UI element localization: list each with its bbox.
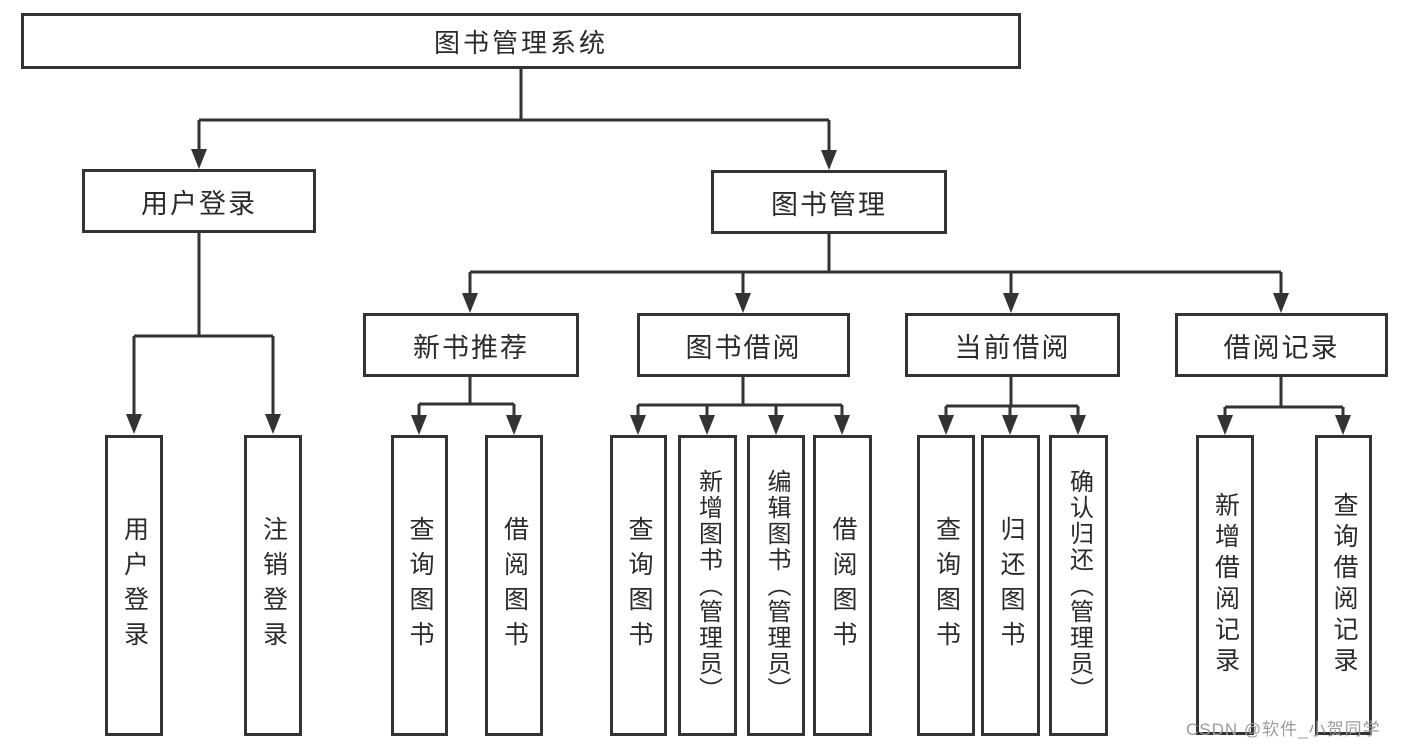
node-user-login-leaf: 用户登录 (105, 435, 163, 736)
connector-user-login (126, 232, 281, 434)
node-borrow-books-recommend-label: 借阅图书 (500, 515, 529, 656)
node-borrow-books-borrowing: 借阅图书 (813, 435, 872, 736)
node-edit-books-admin: 编辑图书（管理员） (747, 435, 805, 736)
node-user-login: 用户登录 (82, 169, 316, 233)
node-query-books-recommend: 查询图书 (391, 435, 448, 736)
connector-current-borrowing (938, 377, 1086, 435)
node-query-books-current: 查询图书 (917, 435, 975, 736)
node-query-books-current-label: 查询图书 (932, 515, 961, 656)
connector-root (191, 68, 837, 170)
node-book-management-system: 图书管理系统 (21, 13, 1021, 69)
node-book-management: 图书管理 (711, 170, 947, 234)
node-book-borrowing: 图书借阅 (637, 313, 850, 377)
node-confirm-return-admin: 确认归还（管理员） (1049, 435, 1108, 736)
node-return-books: 归还图书 (981, 435, 1040, 736)
node-add-books-admin-label: 新增图书（管理员） (694, 468, 722, 703)
node-new-book-recommend: 新书推荐 (363, 313, 579, 377)
node-borrow-books-borrowing-label: 借阅图书 (829, 515, 857, 656)
node-add-borrow-record-label: 新增借阅记录 (1211, 492, 1240, 678)
node-current-borrowing-label: 当前借阅 (954, 332, 1071, 363)
node-borrow-records: 借阅记录 (1175, 313, 1388, 377)
node-query-books-borrowing-label: 查询图书 (625, 515, 653, 656)
node-add-books-admin: 新增图书（管理员） (678, 435, 737, 736)
node-return-books-label: 归还图书 (997, 515, 1025, 656)
node-query-books-borrowing: 查询图书 (610, 435, 667, 736)
node-query-books-recommend-label: 查询图书 (406, 515, 434, 656)
node-book-management-system-label: 图书管理系统 (433, 27, 608, 58)
node-query-borrow-record-label: 查询借阅记录 (1330, 492, 1358, 678)
connector-book-management (462, 234, 1289, 313)
node-add-borrow-record: 新增借阅记录 (1196, 435, 1254, 735)
node-book-management-label: 图书管理 (771, 189, 887, 220)
node-borrow-books-recommend: 借阅图书 (485, 435, 543, 736)
node-user-login-leaf-label: 用户登录 (120, 515, 149, 656)
node-borrow-records-label: 借阅记录 (1223, 332, 1340, 363)
connector-borrow-records (1217, 377, 1351, 435)
node-new-book-recommend-label: 新书推荐 (413, 332, 529, 363)
connector-new-book-recommend (411, 377, 522, 435)
connector-book-borrowing (630, 377, 850, 435)
node-query-borrow-record: 查询借阅记录 (1315, 435, 1372, 735)
node-user-login-label: 用户登录 (141, 188, 257, 219)
node-current-borrowing: 当前借阅 (905, 313, 1120, 377)
watermark-text: CSDN @软件_小贺同学 (1186, 720, 1381, 739)
node-edit-books-admin-label: 编辑图书（管理员） (763, 468, 790, 703)
node-logout-label: 注销登录 (259, 515, 288, 656)
node-logout: 注销登录 (244, 435, 302, 736)
node-confirm-return-admin-label: 确认归还（管理员） (1065, 468, 1093, 703)
node-book-borrowing-label: 图书借阅 (685, 332, 802, 363)
